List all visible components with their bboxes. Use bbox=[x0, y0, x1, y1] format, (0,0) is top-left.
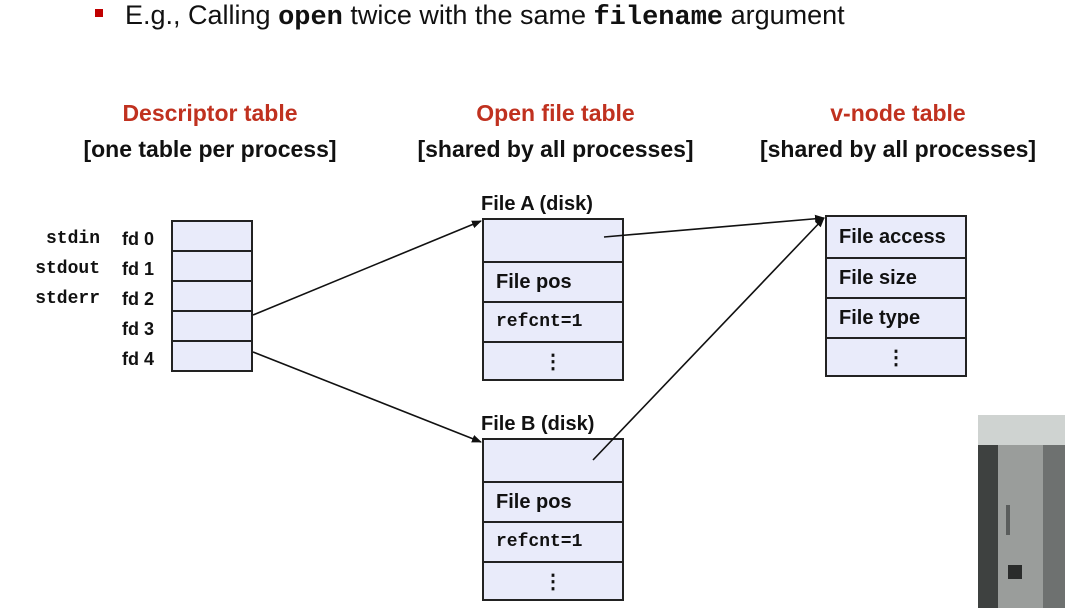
file-a-ellipsis: ⋮ bbox=[543, 350, 563, 373]
descriptor-slot-fd0 bbox=[173, 222, 251, 252]
bullet-middle: twice with the same bbox=[342, 0, 594, 30]
stdin-label: stdin bbox=[45, 229, 100, 249]
file-a-refcnt: refcnt=1 bbox=[484, 303, 622, 343]
file-a-vnode-ptr bbox=[484, 220, 622, 263]
file-b-vnode-ptr bbox=[484, 440, 622, 483]
code-filename: filename bbox=[593, 3, 724, 33]
vnode-table: File access File size File type ⋮ bbox=[825, 215, 967, 377]
file-b-refcnt: refcnt=1 bbox=[484, 523, 622, 563]
open-file-table-title: Open file table bbox=[476, 100, 635, 126]
file-b-label: File B (disk) bbox=[481, 413, 595, 435]
fd-1-label: fd 1 bbox=[122, 259, 155, 279]
bullet-marker bbox=[95, 8, 103, 17]
vnode-ellipsis: ⋮ bbox=[886, 346, 906, 369]
fd-0-label: fd 0 bbox=[122, 229, 155, 249]
arrow-file-a-to-vnode bbox=[603, 214, 825, 238]
file-b-table: File pos refcnt=1 ⋮ bbox=[482, 438, 624, 601]
fd-3-label: fd 3 bbox=[122, 319, 155, 339]
arrow-fd4-to-file-b bbox=[252, 351, 482, 443]
vnode-file-size: File size bbox=[827, 259, 965, 299]
descriptor-slot-fd3 bbox=[173, 312, 251, 342]
descriptor-slot-fd2 bbox=[173, 282, 251, 312]
vnode-file-access: File access bbox=[827, 217, 965, 259]
descriptor-table-header: Descriptor table [one table per process] bbox=[55, 95, 365, 167]
stdout-label: stdout bbox=[35, 259, 100, 279]
arrow-file-b-to-vnode bbox=[592, 217, 825, 461]
file-a-file-pos: File pos bbox=[484, 263, 622, 303]
arrow-fd3-to-file-a bbox=[252, 220, 482, 316]
descriptor-table-title: Descriptor table bbox=[122, 100, 298, 126]
vnode-table-subtitle: [shared by all processes] bbox=[759, 136, 1037, 162]
descriptor-table bbox=[171, 220, 253, 372]
fd-2-label: fd 2 bbox=[122, 289, 155, 309]
bullet-suffix: argument bbox=[723, 0, 845, 30]
file-b-file-pos: File pos bbox=[484, 483, 622, 523]
vnode-table-header: v-node table [shared by all processes] bbox=[738, 95, 1058, 167]
video-frame-image bbox=[978, 415, 1065, 608]
file-b-ellipsis: ⋮ bbox=[543, 570, 563, 593]
open-file-table-header: Open file table [shared by all processes… bbox=[398, 95, 713, 167]
bullet-text: E.g., Calling open twice with the same f… bbox=[95, 0, 845, 33]
file-a-table: File pos refcnt=1 ⋮ bbox=[482, 218, 624, 381]
fd-4-label: fd 4 bbox=[122, 349, 155, 369]
bullet-prefix: E.g., Calling bbox=[125, 0, 279, 30]
vnode-table-title: v-node table bbox=[830, 100, 966, 126]
open-file-table-subtitle: [shared by all processes] bbox=[417, 136, 694, 162]
vnode-file-type: File type bbox=[827, 299, 965, 339]
file-a-label: File A (disk) bbox=[481, 193, 593, 215]
code-open: open bbox=[278, 3, 343, 33]
video-thumbnail bbox=[978, 415, 1065, 608]
stderr-label: stderr bbox=[35, 289, 100, 309]
descriptor-slot-fd1 bbox=[173, 252, 251, 282]
descriptor-table-subtitle: [one table per process] bbox=[83, 136, 337, 162]
